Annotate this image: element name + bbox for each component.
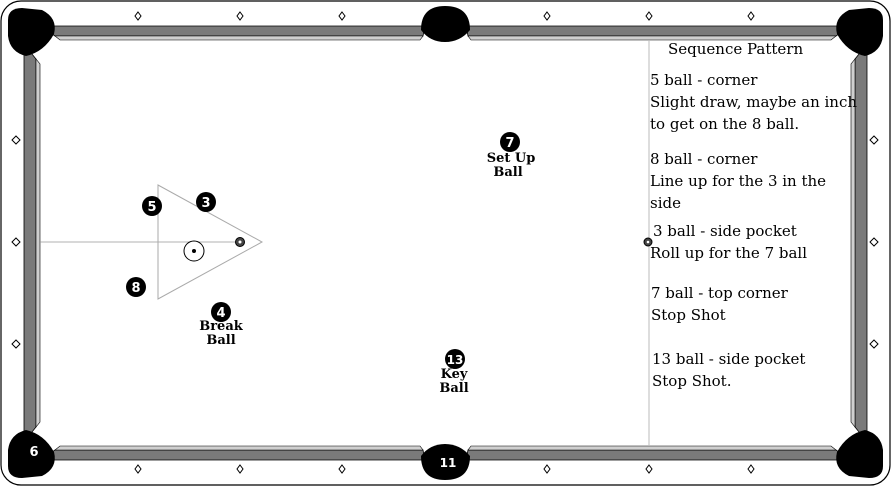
sequence-pattern-title: Sequence Pattern [668,40,804,58]
foot-spot-center [238,240,242,244]
key-ball-label-line1: Key [440,367,468,382]
rack-triangle [157,184,264,300]
note-7-ball: 7 ball - top corner Stop Shot [651,282,788,326]
diamond-marker [236,464,244,474]
diamond-marker [134,464,142,474]
pockets [8,6,883,480]
diamond-marker [338,464,346,474]
ball-3-number: 3 [201,196,210,211]
cushions [35,35,856,451]
top-left-rail [38,25,426,37]
pocket-top-side [421,6,470,42]
note-line: Roll up for the 7 ball [650,244,808,262]
break-ball-label-line1: Break [199,319,243,334]
diamond-marker [236,11,244,21]
note-line: Stop Shot [651,306,726,324]
diamond-marker [645,464,653,474]
left-rail [23,42,37,444]
ball-6-circle [22,439,46,463]
note-shot: 3 ball - side pocket [653,222,797,240]
note-13-ball: 13 ball - side pocket Stop Shot. [652,348,805,392]
diamond-marker [338,11,346,21]
ball-7-number: 7 [505,136,514,151]
diamond-marker [11,339,21,349]
ball-7-circle [500,132,520,152]
ball-5-circle [142,196,162,216]
note-3-ball: 3 ball - side pocket Roll up for the 7 b… [650,220,808,264]
ball-4-number: 4 [216,306,225,321]
ball-13-circle [445,349,465,369]
ball-5-number: 5 [147,200,156,215]
bottom-left-cushion [54,445,424,451]
left-cushion [35,58,41,428]
note-line: side [650,194,681,212]
note-shot: 5 ball - corner [650,71,758,89]
diamonds [11,11,879,474]
ball-8: 8 [126,277,146,297]
ball-5: 5 [142,196,162,216]
set-up-ball-label: Set Up Ball [483,152,539,180]
set-up-ball-label-line1: Set Up [486,151,536,166]
break-ball-label-line2: Ball [206,333,236,348]
key-ball-label-line2: Ball [439,381,469,396]
ball-4: 4 [211,302,231,322]
diamond-marker [11,237,21,247]
note-shot: 7 ball - top corner [651,284,788,302]
ball-11: 11 [436,450,460,474]
pocket-bottom-right [836,430,883,478]
ball-3-circle [196,192,216,212]
note-8-ball: 8 ball - corner Line up for the 3 in the… [650,148,826,214]
note-line: Line up for the 3 in the [650,172,827,190]
diamond-marker [747,11,755,21]
diamond-marker [543,464,551,474]
set-up-ball-label-line2: Ball [493,165,523,180]
diamond-marker [869,339,879,349]
key-ball-label: Key Ball [430,368,478,396]
ball-7: 7 [500,132,520,152]
right-cushion [850,58,856,428]
diamond-marker [645,11,653,21]
break-ball-label: Break Ball [196,320,246,348]
diamond-marker [134,11,142,21]
ball-6: 6 [22,439,46,463]
note-line: to get on the 8 ball. [650,115,800,133]
pocket-top-left [8,8,55,56]
top-right-rail [465,25,853,37]
diamond-marker [747,464,755,474]
note-shot: 8 ball - corner [650,150,758,168]
ball-11-circle [436,450,460,474]
ball-8-circle [126,277,146,297]
ball-3: 3 [196,192,216,212]
ball-11-number: 11 [440,456,457,470]
note-line: Stop Shot. [652,372,732,390]
top-left-cushion [54,35,424,41]
ball-8-number: 8 [131,281,140,296]
ball-13-number: 13 [447,353,464,367]
ball-13: 13 [445,349,465,369]
bottom-left-rail [38,449,426,461]
top-right-cushion [467,35,837,41]
diamond-marker [869,237,879,247]
cue-ball-center [192,249,196,253]
note-shot: 13 ball - side pocket [652,350,806,368]
note-5-ball: 5 ball - corner Slight draw, maybe an in… [650,69,857,135]
pocket-top-right [836,8,883,56]
bottom-right-cushion [467,445,837,451]
side-spot-center [646,240,650,244]
ball-6-number: 6 [29,445,38,460]
diamond-marker [869,135,879,145]
bottom-right-rail [465,449,853,461]
ball-4-circle [211,302,231,322]
diamond-marker [543,11,551,21]
diamond-marker [11,135,21,145]
note-line: Slight draw, maybe an inch [650,93,858,111]
